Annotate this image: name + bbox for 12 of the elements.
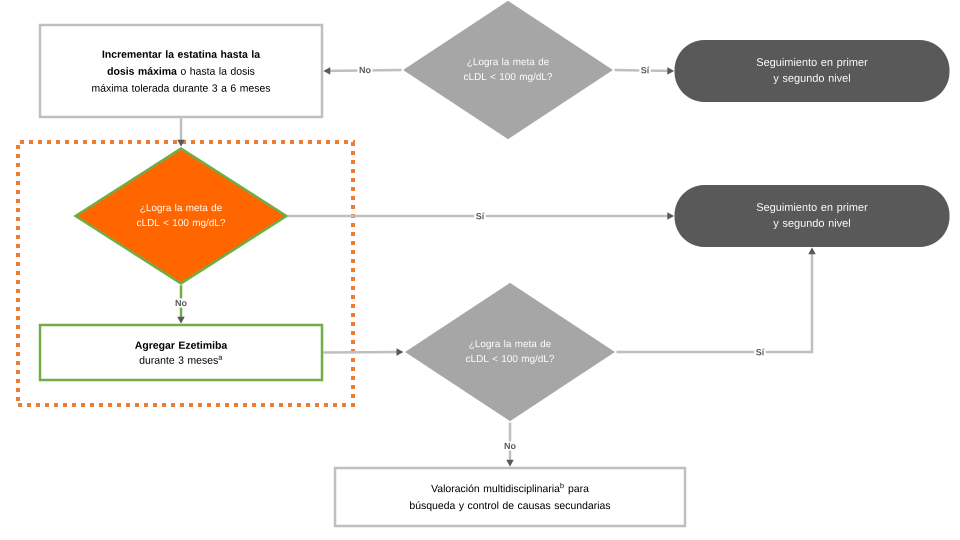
dashed-frame [16,140,355,407]
process-box: Agregar Ezetimiba durante 3 meses$^{a}$ [38,324,324,382]
outcome-box: Seguimiento en primer y segundo nivel [674,40,950,102]
edge-label: No [358,65,372,75]
edge-label: Sí [754,347,766,357]
outcome-box: Seguimiento en primer y segundo nivel [674,185,950,247]
edge-label: Sí [639,65,651,75]
process-box: Incrementar la estatina hasta la dosis máxima o hasta la dosis máxima tolerada durante 3 a 6 meses [38,24,324,118]
edge-label: No [502,441,518,451]
edge-label: No [174,298,188,308]
process-box: Valoración multidisciplinaria$^{b}$ para búsqueda y control de causas secundarias [334,466,686,528]
edge-label: Sí [474,211,486,221]
